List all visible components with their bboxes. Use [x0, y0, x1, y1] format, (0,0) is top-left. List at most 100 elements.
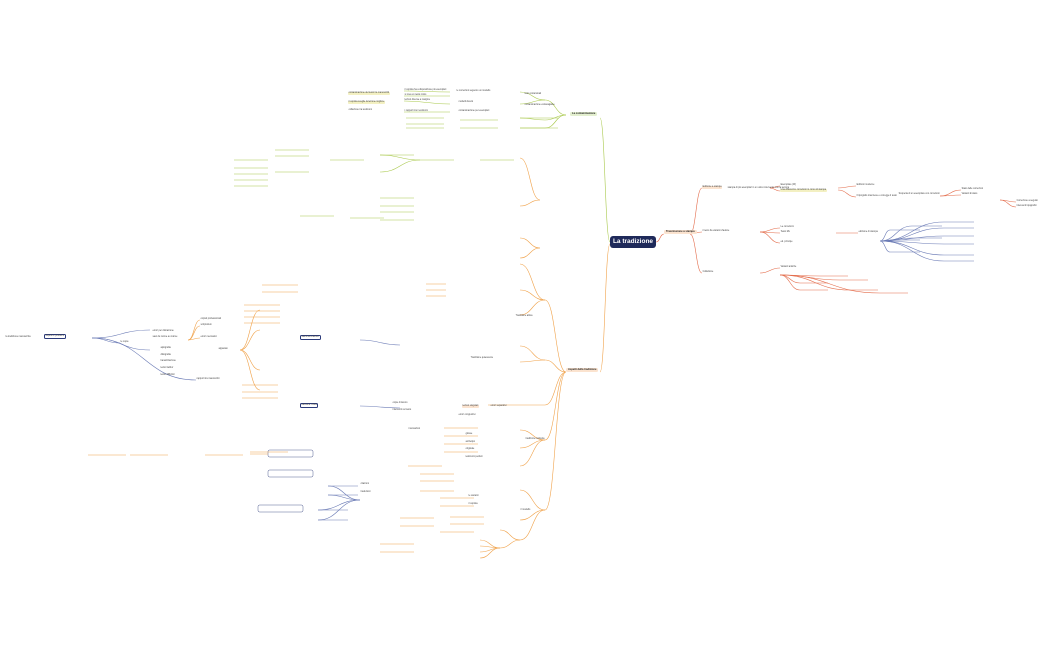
bottom-node-8[interactable]: glosse — [465, 433, 473, 436]
bottom-node-17[interactable]: il modello — [520, 509, 531, 512]
bottom-node-5[interactable]: errori congiuntivi — [458, 414, 476, 417]
left-node-16[interactable]: apparato — [218, 348, 228, 351]
right-node-3[interactable]: Una differenza: correzioni in corso di s… — [780, 189, 827, 193]
outlined-node-box[interactable] — [257, 504, 304, 513]
bottom-node-1[interactable]: Tradizione quiescente — [470, 357, 493, 360]
right-node-9[interactable]: Correzione a seguito — [1016, 200, 1038, 203]
bottom-node-9[interactable]: archetipo — [465, 441, 476, 444]
left-node-14[interactable]: stemma codicum — [300, 335, 321, 341]
top-node-0[interactable]: contaminazione del testo tra manoscritti — [348, 92, 390, 96]
top-node-11[interactable]: contaminazione per esemplari — [458, 110, 490, 113]
connector-line — [479, 545, 501, 549]
outlined-node-box[interactable] — [267, 449, 314, 458]
branch-aspetti-tradizione[interactable]: Aspetti della tradizione — [566, 368, 599, 372]
right-node-12[interactable]: Le correzioni — [780, 226, 794, 229]
bottom-node-13[interactable]: citazioni — [360, 483, 369, 486]
right-node-0[interactable]: Edizione a stampa — [702, 186, 723, 190]
connector-line — [519, 439, 546, 467]
right-node-10[interactable]: Interventi tipografici — [1016, 205, 1037, 208]
connector-line — [689, 233, 703, 274]
bottom-node-10[interactable]: originale — [465, 448, 475, 451]
right-node-14[interactable]: ed. principe — [780, 241, 793, 244]
connector-line — [544, 299, 567, 373]
left-node-6[interactable]: errori per distrazione — [152, 330, 174, 333]
connector-line — [91, 329, 151, 339]
left-node-4[interactable]: scriptorium — [200, 324, 212, 327]
connector-line — [499, 529, 521, 541]
left-node-11[interactable]: lectio facilior — [160, 367, 174, 370]
connector-line — [544, 371, 567, 441]
connector-line — [239, 349, 261, 371]
top-node-9[interactable]: collazione tra testimoni — [348, 109, 372, 112]
branch-trasmissione-a-stampa[interactable]: Trasmissione a stampa — [664, 230, 697, 234]
bottom-node-6[interactable]: errori separativi — [490, 405, 507, 408]
bottom-node-11[interactable]: testimoni perduti — [465, 456, 483, 459]
right-node-4[interactable]: Edizioni moderne — [856, 184, 875, 187]
connector-line — [837, 189, 857, 198]
connector-line — [519, 199, 541, 207]
connector-line — [519, 91, 546, 101]
connector-line — [759, 267, 781, 274]
right-node-2[interactable]: Esemplare (W) — [780, 184, 796, 187]
connector-line — [379, 154, 421, 161]
left-node-5[interactable]: errori meccanici — [200, 336, 217, 339]
bottom-node-4[interactable]: lezioni singolari — [462, 405, 479, 409]
connector-line — [359, 339, 401, 346]
right-node-15[interactable]: edizione di stampa — [858, 231, 878, 234]
top-node-4[interactable]: testi contaminati — [524, 93, 542, 96]
root-node[interactable]: La tradizione 🗨 — [610, 236, 656, 257]
bottom-node-15[interactable]: le varianti — [468, 495, 479, 498]
connector-line — [519, 489, 546, 511]
left-node-3[interactable]: copisti professionisti — [200, 318, 222, 321]
connector-line — [403, 90, 451, 93]
connector-line — [759, 231, 781, 244]
top-node-2[interactable]: si crea un testo misto — [404, 94, 427, 97]
connector-line — [779, 274, 851, 291]
connector-line — [187, 337, 201, 341]
connector-line — [544, 114, 567, 129]
top-node-7[interactable]: modelli diversi — [458, 101, 474, 104]
top-node-6[interactable]: lezioni diverse a margine — [404, 99, 430, 102]
connector-line — [837, 185, 857, 189]
left-node-12[interactable]: lectio difficilior — [160, 374, 175, 377]
bottom-node-12[interactable]: tradizione indiretta — [525, 438, 545, 441]
top-node-3[interactable]: le correzioni seguono un modello — [456, 90, 491, 93]
connector-lines — [88, 90, 1017, 559]
right-node-8[interactable]: Varianti di stato — [961, 193, 978, 196]
right-node-17[interactable]: Varianti antiche — [780, 266, 797, 269]
connector-line — [239, 349, 261, 391]
top-node-10[interactable]: i rapporti tra i testimoni — [404, 110, 428, 113]
right-node-6[interactable]: Scoperta di un esemplare con correzioni — [898, 193, 940, 196]
connector-line — [479, 547, 501, 559]
left-node-1[interactable]: Aspetti e problemi — [44, 334, 66, 340]
left-node-8[interactable]: aplografia — [160, 347, 171, 350]
right-node-13[interactable]: Testo Ms — [780, 231, 790, 234]
left-node-7[interactable]: saut du même au même — [152, 336, 178, 339]
bottom-node-3[interactable]: interventi sul testo — [392, 409, 412, 412]
connector-line — [91, 337, 197, 381]
right-node-5[interactable]: Il tipografo interviene e corregge il te… — [856, 195, 897, 198]
left-node-15[interactable]: edizione critica — [300, 403, 319, 409]
connector-root-right — [655, 233, 665, 243]
top-node-8[interactable]: contaminazione extravagante — [524, 104, 555, 107]
right-node-11[interactable]: il testo ha varianti d'autore — [702, 230, 730, 233]
right-node-1[interactable]: stampa di più esemplari in un unico inte… — [727, 187, 790, 190]
top-node-1[interactable]: il copista ha a disposizione più esempla… — [404, 89, 447, 92]
left-node-13[interactable]: rapporti tra manoscritti — [196, 378, 220, 381]
right-node-7[interactable]: Stato delle correzioni — [961, 188, 984, 191]
top-node-5[interactable]: il copista sceglie la lezione migliore — [348, 101, 385, 105]
bottom-node-16[interactable]: il copista — [468, 503, 478, 506]
branch-contaminazione[interactable]: La contaminazione — [570, 112, 598, 116]
left-node-10[interactable]: banalizzazione — [160, 360, 176, 363]
connector-line — [519, 345, 546, 361]
bottom-node-14[interactable]: traduzioni — [360, 491, 371, 494]
left-node-2[interactable]: le copie — [120, 341, 129, 344]
left-node-9[interactable]: dittografia — [160, 354, 171, 357]
bottom-node-2[interactable]: copie di lavoro — [392, 402, 408, 405]
right-node-16[interactable]: Collazione — [702, 271, 714, 274]
outlined-node-box[interactable] — [267, 469, 314, 478]
bottom-node-0[interactable]: Tradizione attiva — [515, 315, 533, 318]
left-node-0[interactable]: la tradizione manoscritta — [5, 336, 31, 339]
bottom-node-7[interactable]: innovazioni — [408, 428, 421, 431]
